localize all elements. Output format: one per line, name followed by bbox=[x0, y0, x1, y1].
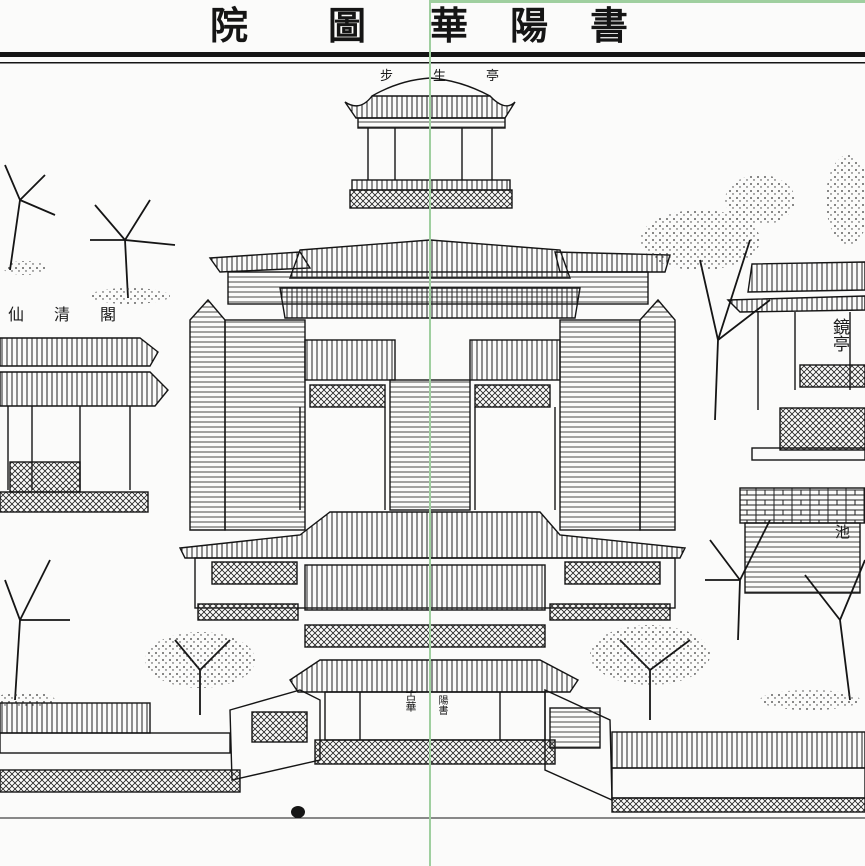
main-hall-complex bbox=[178, 239, 687, 802]
tree-east-bare bbox=[705, 519, 865, 710]
tree-west-top bbox=[3, 164, 56, 275]
east-pavilion-label: 鏡亭 bbox=[829, 318, 849, 352]
west-pavilion bbox=[0, 337, 169, 513]
west-pavilion-label: 仙清閣 bbox=[8, 305, 147, 324]
title-right-half: 華陽書 bbox=[430, 3, 671, 48]
tree-east-top bbox=[826, 155, 865, 245]
ink-blot bbox=[291, 806, 305, 818]
top-pavilion-label: 步生亭 bbox=[380, 69, 540, 84]
gate-right-label: 陽書 bbox=[436, 695, 447, 715]
pond-label: 池 bbox=[835, 523, 851, 541]
trees bbox=[0, 155, 865, 720]
tree-west-shrub bbox=[145, 632, 255, 715]
boundary-walls bbox=[0, 702, 865, 819]
tree-east-shrub bbox=[590, 625, 710, 720]
tree-east-tall bbox=[640, 175, 795, 421]
title-left-half: 院圖 bbox=[210, 3, 447, 48]
east-pavilion bbox=[726, 261, 865, 461]
pond-wall bbox=[739, 487, 865, 594]
tree-west-mid bbox=[90, 199, 176, 304]
tree-west-bottom bbox=[0, 559, 70, 708]
page-fold-line bbox=[429, 0, 431, 866]
gate-left-label: 古華 bbox=[404, 690, 417, 712]
top-border bbox=[0, 52, 865, 64]
